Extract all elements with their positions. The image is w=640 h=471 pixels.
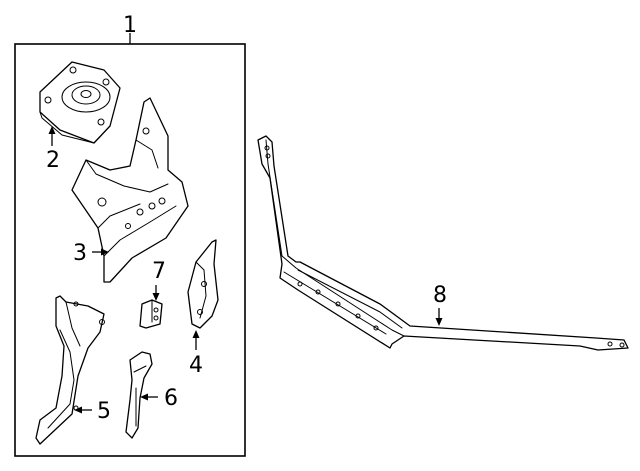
callout-3: 3: [73, 241, 87, 266]
part-6-vertical-bracket: [125, 351, 153, 439]
part-7-bracket: [139, 299, 163, 329]
part-5-lower-rail: [35, 295, 105, 445]
arrow-6: [140, 393, 148, 401]
callout-6: 6: [164, 386, 178, 411]
arrow-8: [435, 318, 443, 326]
part-3-apron-reinforcement: [71, 97, 189, 283]
part-4-side-bracket: [187, 239, 219, 329]
arrow-4: [192, 330, 200, 338]
callout-2: 2: [46, 148, 60, 173]
callout-4: 4: [189, 353, 203, 378]
arrow-3: [101, 248, 109, 256]
part-8-brace-bar: [257, 135, 629, 351]
arrow-2: [48, 126, 56, 134]
callout-8: 8: [433, 283, 447, 308]
callout-5: 5: [97, 399, 111, 424]
callout-7: 7: [152, 259, 166, 284]
arrow-5: [74, 406, 82, 414]
part-2-strut-mount: [39, 61, 121, 144]
arrow-7: [152, 293, 160, 301]
callout-1: 1: [123, 13, 137, 38]
